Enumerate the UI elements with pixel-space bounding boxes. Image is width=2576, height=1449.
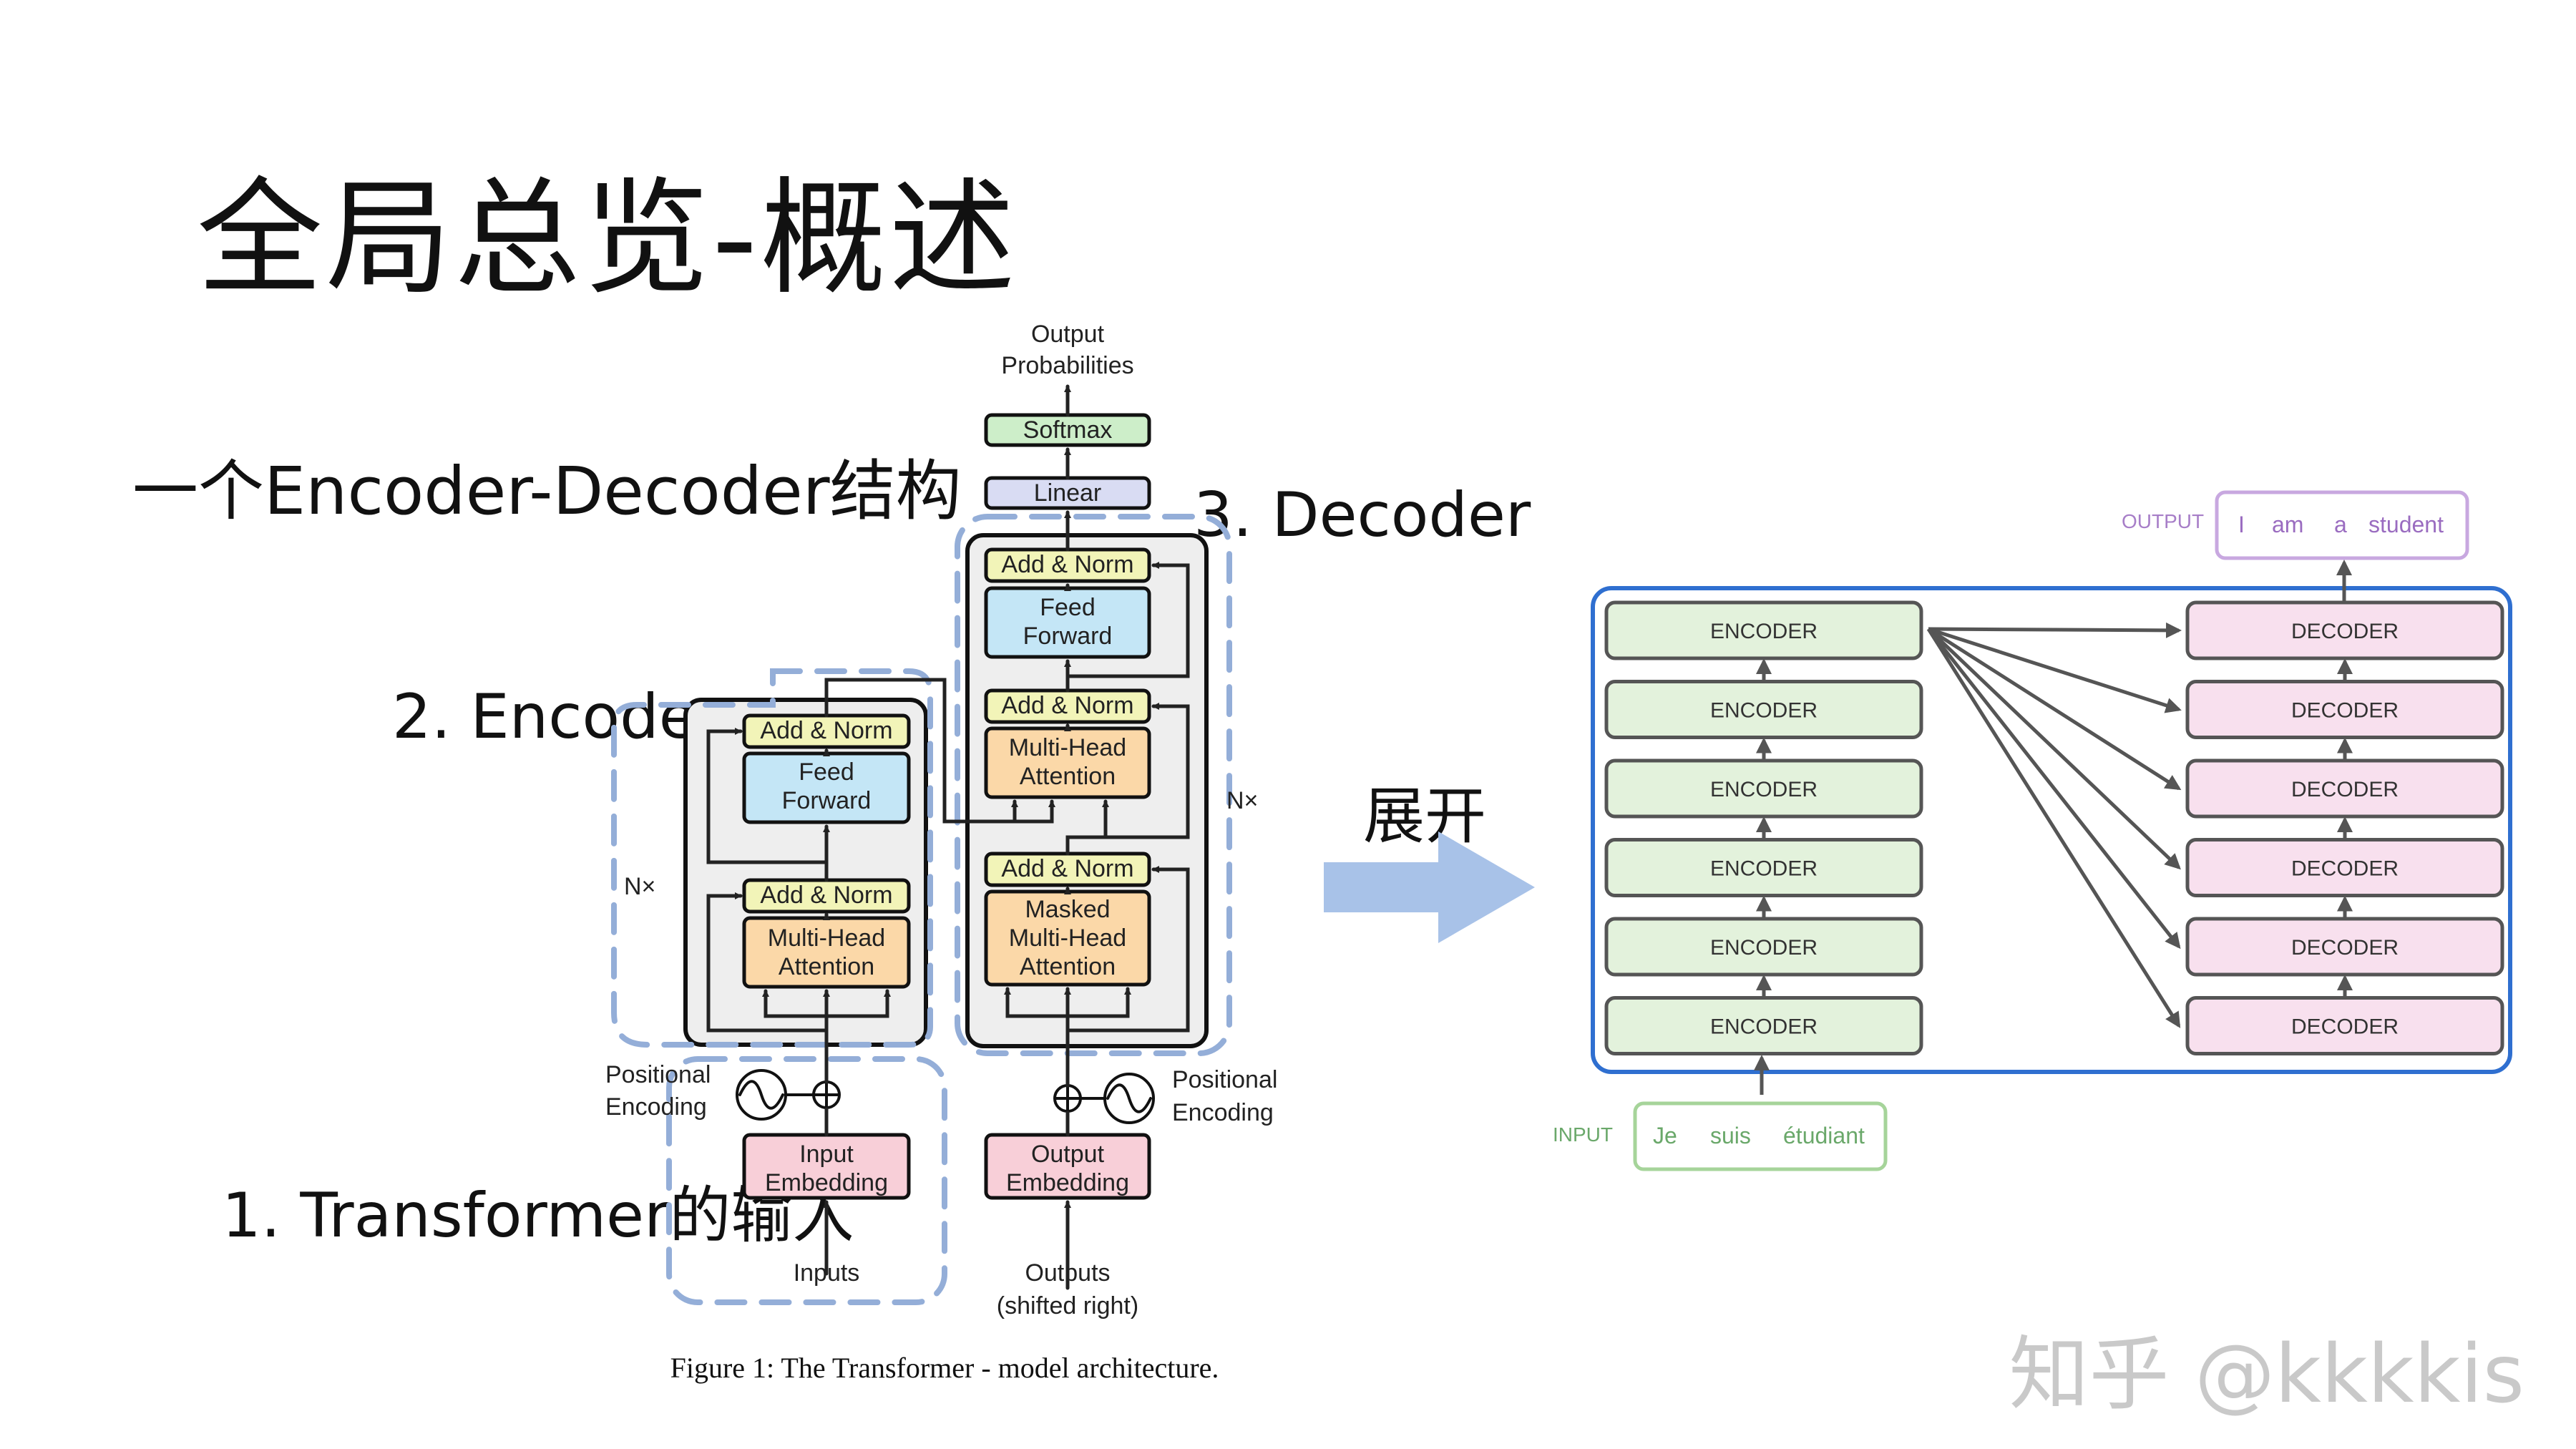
encoder-mha-line2: Attention bbox=[779, 953, 874, 980]
encoder-decoder-stack: OUTPUT I am a student INPUT Je suis étud… bbox=[1553, 490, 2512, 1171]
output-probabilities-line1: Output bbox=[1031, 321, 1105, 348]
slide-title: 全局总览-概述 bbox=[197, 165, 1018, 312]
encoder-layer-label-6: ENCODER bbox=[1710, 1015, 1818, 1039]
decoder-layer-label-6: DECODER bbox=[2291, 1015, 2399, 1039]
encoder-layer-label-4: ENCODER bbox=[1710, 857, 1818, 881]
encoder-block bbox=[683, 698, 928, 1047]
encoder-ff-line2: Forward bbox=[782, 787, 872, 814]
encoder-to-decoder-arrow-1 bbox=[1928, 622, 2182, 638]
input-token-2: étudiant bbox=[1783, 1123, 1865, 1148]
encoder-pe-line1: Positional bbox=[605, 1061, 711, 1088]
decoder-layer-label-4: DECODER bbox=[2291, 857, 2399, 881]
decoder-layer-label-5: DECODER bbox=[2291, 936, 2399, 960]
encoder-to-decoder-arrow-6 bbox=[1926, 628, 2181, 1028]
decoder-addnorm-bottom-text: Add & Norm bbox=[1001, 855, 1133, 882]
decoder-mha-line1: Multi-Head bbox=[1009, 734, 1126, 761]
outputs-line1: Outputs bbox=[1025, 1259, 1110, 1287]
input-embedding-line1: Input bbox=[799, 1141, 854, 1168]
outputs-line2: (shifted right) bbox=[997, 1292, 1138, 1319]
linear-text: Linear bbox=[1034, 479, 1102, 507]
input-embedding-line2: Embedding bbox=[765, 1169, 888, 1196]
figure-caption: Figure 1: The Transformer - model archit… bbox=[670, 1352, 1219, 1384]
encoder-positional-encoding-icon bbox=[736, 1069, 841, 1121]
output-label: OUTPUT bbox=[2122, 510, 2204, 532]
decoder-pe-line1: Positional bbox=[1172, 1066, 1277, 1093]
output-token-3: student bbox=[2368, 512, 2444, 537]
encoder-label: 2. Encoder bbox=[392, 681, 722, 753]
decoder-ff-line2: Forward bbox=[1023, 623, 1113, 650]
decoder-layer-label-3: DECODER bbox=[2291, 778, 2399, 801]
decoder-masked-line1: Masked bbox=[1025, 896, 1110, 923]
input-token-0: Je bbox=[1653, 1123, 1677, 1148]
decoder-addnorm-top-text: Add & Norm bbox=[1001, 551, 1133, 578]
encoder-layer-label-5: ENCODER bbox=[1710, 936, 1818, 960]
encoder-layer-label-1: ENCODER bbox=[1710, 620, 1818, 643]
encoder-nx: N× bbox=[624, 873, 655, 900]
softmax-text: Softmax bbox=[1023, 416, 1113, 444]
expand-label: 展开 bbox=[1363, 781, 1486, 852]
encoder-to-decoder-arrow-3 bbox=[1927, 627, 2182, 791]
output-probabilities-line2: Probabilities bbox=[1001, 352, 1133, 379]
encoder-to-decoder-arrow-2 bbox=[1928, 627, 2182, 713]
encoder-pe-line2: Encoding bbox=[605, 1093, 707, 1121]
decoder-addnorm-mid-text: Add & Norm bbox=[1001, 692, 1133, 719]
decoder-layer-label-1: DECODER bbox=[2291, 620, 2399, 643]
encoder-layer-label-3: ENCODER bbox=[1710, 778, 1818, 801]
decoder-layer-label-2: DECODER bbox=[2291, 699, 2399, 723]
encoder-mha-line1: Multi-Head bbox=[768, 924, 885, 952]
decoder-masked-line2: Multi-Head bbox=[1009, 924, 1126, 952]
input-dashed-region bbox=[666, 1056, 947, 1305]
output-embedding-line1: Output bbox=[1031, 1141, 1105, 1168]
encoder-layer-label-2: ENCODER bbox=[1710, 699, 1818, 723]
encoder-to-decoder-arrow-4 bbox=[1927, 628, 2181, 870]
inputs-text: Inputs bbox=[794, 1259, 860, 1287]
encoder-to-decoder-arrow-5 bbox=[1927, 628, 2181, 950]
decoder-mha-line2: Attention bbox=[1020, 763, 1116, 790]
output-token-1: am bbox=[2272, 512, 2303, 537]
output-token-0: I bbox=[2238, 512, 2245, 537]
expand-arrow-icon bbox=[1324, 831, 1535, 943]
output-token-box bbox=[2215, 490, 2469, 560]
input-label: INPUT bbox=[1553, 1123, 1613, 1146]
decoder-ff-line1: Feed bbox=[1040, 594, 1096, 621]
output-embedding-line2: Embedding bbox=[1006, 1169, 1129, 1196]
transformer-figure: Output Probabilities Softmax Linear Add … bbox=[605, 321, 1277, 1384]
decoder-nx: N× bbox=[1226, 787, 1258, 814]
decoder-pe-line2: Encoding bbox=[1172, 1099, 1274, 1126]
decoder-layer-6 bbox=[2185, 996, 2504, 1055]
slide-subtitle: 一个Encoder-Decoder结构 bbox=[132, 453, 962, 530]
watermark: 知乎 @kkkkis bbox=[2009, 1328, 2524, 1421]
output-token-2: a bbox=[2334, 512, 2347, 537]
encoder-layer-6 bbox=[1604, 996, 1923, 1055]
transformer-connections bbox=[706, 384, 1190, 1290]
decoder-masked-line3: Attention bbox=[1020, 953, 1116, 980]
decoder-positional-encoding-icon bbox=[1053, 1073, 1155, 1124]
decoder-dashed-region bbox=[955, 514, 1232, 1056]
input-token-1: suis bbox=[1710, 1123, 1751, 1148]
input-token-box bbox=[1633, 1101, 1888, 1171]
encoder-addnorm-bottom-text: Add & Norm bbox=[760, 882, 892, 909]
encoder-ff-line1: Feed bbox=[799, 758, 854, 786]
encoder-dashed-region bbox=[611, 668, 933, 1048]
decoder-label: 3. Decoder bbox=[1194, 479, 1531, 551]
encoder-addnorm-top-text: Add & Norm bbox=[760, 717, 892, 744]
